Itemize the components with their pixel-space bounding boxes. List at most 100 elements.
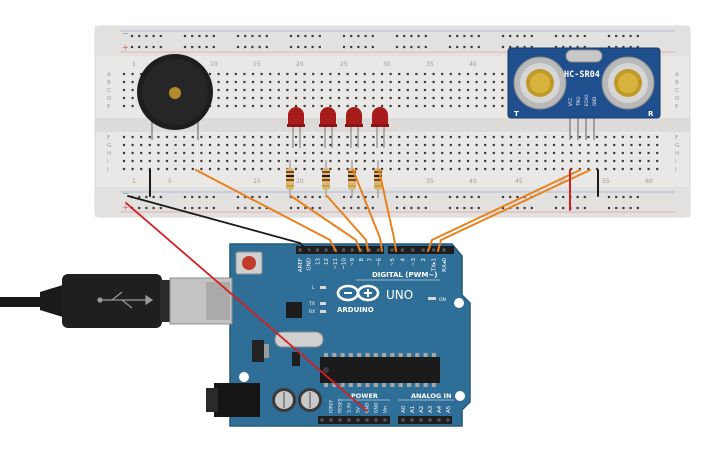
header-pin[interactable]: [446, 418, 450, 422]
header-pin[interactable]: [428, 418, 432, 422]
transducer-left: [513, 56, 567, 110]
header-pin[interactable]: [419, 418, 423, 422]
wire-orange-led-3[interactable]: [352, 169, 383, 252]
hole: [318, 34, 321, 38]
header-pin[interactable]: [432, 248, 436, 252]
wire-orange-led-1[interactable]: [290, 195, 361, 252]
header-pin[interactable]: [307, 248, 311, 252]
hole: [449, 135, 452, 139]
resistor-2[interactable]: [322, 160, 330, 198]
chip-leg: [357, 353, 362, 357]
header-pin[interactable]: [442, 248, 446, 252]
hole: [406, 96, 409, 100]
header-pin[interactable]: [400, 248, 404, 252]
hole: [329, 135, 332, 139]
hole: [312, 151, 315, 155]
usb-cable: [0, 274, 170, 328]
hole: [217, 143, 220, 147]
hole: [191, 135, 194, 139]
hole: [159, 206, 162, 210]
hole: [636, 195, 639, 199]
wire-orange-trig[interactable]: [427, 169, 581, 252]
hole: [258, 195, 261, 199]
hole: [357, 45, 360, 49]
ultrasonic-sensor[interactable]: HC-SR04 T R VCC TRIG ECHO GND: [507, 47, 661, 140]
hole: [205, 45, 208, 49]
hole: [122, 135, 126, 139]
hole: [297, 45, 300, 49]
hole: [527, 151, 530, 155]
wire-black-gnd[interactable]: [127, 195, 309, 252]
header-pin[interactable]: [329, 418, 333, 422]
header-pin[interactable]: [365, 418, 369, 422]
header-pin[interactable]: [359, 248, 363, 252]
hole: [570, 159, 573, 163]
header-pin[interactable]: [411, 248, 415, 252]
hole: [613, 151, 616, 155]
hole: [403, 34, 406, 38]
hole: [561, 151, 564, 155]
header-pin[interactable]: [324, 248, 328, 252]
header-pin[interactable]: [298, 248, 302, 252]
header-pin[interactable]: [383, 418, 387, 422]
hole: [570, 143, 573, 147]
header-pin[interactable]: [368, 248, 372, 252]
arduino-logo-icon: [336, 284, 380, 302]
red-led-3[interactable]: [345, 107, 363, 148]
header-pin[interactable]: [315, 248, 319, 252]
hole: [289, 45, 293, 49]
header-pin[interactable]: [342, 248, 345, 252]
header-pin[interactable]: [338, 418, 342, 422]
wire-red-5v[interactable]: [125, 202, 368, 412]
hole: [372, 143, 375, 147]
hole: [449, 143, 452, 147]
hole: [303, 104, 306, 108]
hole: [638, 159, 642, 163]
hole: [535, 167, 538, 171]
header-pin[interactable]: [437, 418, 441, 422]
reset-button[interactable]: [235, 251, 263, 275]
hole: [587, 167, 590, 171]
hole: [200, 167, 203, 171]
red-led-1[interactable]: [287, 107, 305, 148]
hole: [629, 195, 632, 199]
hole: [458, 88, 461, 92]
wire-orange-echo[interactable]: [437, 169, 591, 252]
hole: [294, 88, 298, 92]
resistor-1[interactable]: [286, 160, 294, 198]
digital-pin-label: RX◂0: [442, 258, 448, 272]
header-pin[interactable]: [320, 418, 324, 422]
chip-leg: [390, 383, 395, 387]
wire-orange-led-4[interactable]: [378, 169, 397, 252]
hole: [140, 143, 143, 147]
header-pin[interactable]: [410, 418, 414, 422]
hole: [492, 96, 495, 100]
hole: [613, 143, 616, 147]
model-label: UNO: [386, 288, 413, 302]
row-letter: B: [675, 80, 679, 86]
header-pin[interactable]: [376, 248, 380, 252]
header-pin[interactable]: [356, 418, 360, 422]
power-header[interactable]: [318, 416, 452, 424]
header-pin[interactable]: [347, 418, 351, 422]
header-pin[interactable]: [374, 418, 378, 422]
header-pin[interactable]: [421, 248, 425, 252]
hole: [398, 88, 401, 92]
header-pin[interactable]: [390, 248, 394, 252]
hole: [191, 167, 194, 171]
hole: [258, 45, 261, 49]
red-led-4[interactable]: [371, 107, 389, 148]
wire-orange-buzzer[interactable]: [195, 169, 337, 252]
row-letter: A: [675, 72, 679, 78]
header-pin[interactable]: [401, 418, 405, 422]
wire-orange-led-2[interactable]: [326, 195, 369, 252]
hole: [312, 96, 315, 100]
row-letter: C: [107, 88, 111, 94]
hole: [145, 34, 148, 38]
piezo-buzzer[interactable]: [137, 54, 213, 140]
hole: [320, 143, 323, 147]
header-pin[interactable]: [350, 248, 354, 252]
red-led-2[interactable]: [319, 107, 337, 148]
